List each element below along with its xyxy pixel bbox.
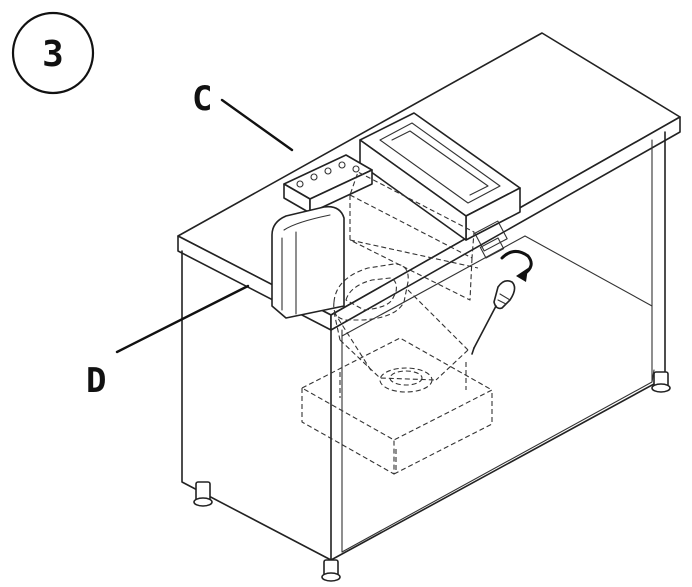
countertop-right-edge bbox=[330, 116, 681, 331]
hidden-duct-opening bbox=[333, 263, 469, 381]
label-d: D bbox=[86, 361, 106, 401]
leader-line-c bbox=[220, 98, 294, 152]
hidden-housing bbox=[301, 337, 493, 475]
leader-line-d bbox=[115, 284, 250, 354]
step-badge: 3 bbox=[11, 11, 95, 95]
hidden-duct bbox=[349, 171, 479, 301]
cabinet-inner-edges bbox=[341, 139, 655, 553]
cabinet-left-side bbox=[181, 250, 332, 561]
cabinet bbox=[177, 32, 681, 582]
cabinet-legs bbox=[193, 371, 671, 582]
label-c: C bbox=[192, 79, 212, 119]
step-number: 3 bbox=[42, 34, 64, 75]
clockwise-rotation-arrow-icon bbox=[500, 250, 533, 282]
vertical-duct-d bbox=[271, 205, 345, 319]
control-box-c bbox=[283, 154, 373, 214]
screwdriver-icon bbox=[471, 280, 516, 355]
cooktop-unit bbox=[359, 112, 521, 259]
